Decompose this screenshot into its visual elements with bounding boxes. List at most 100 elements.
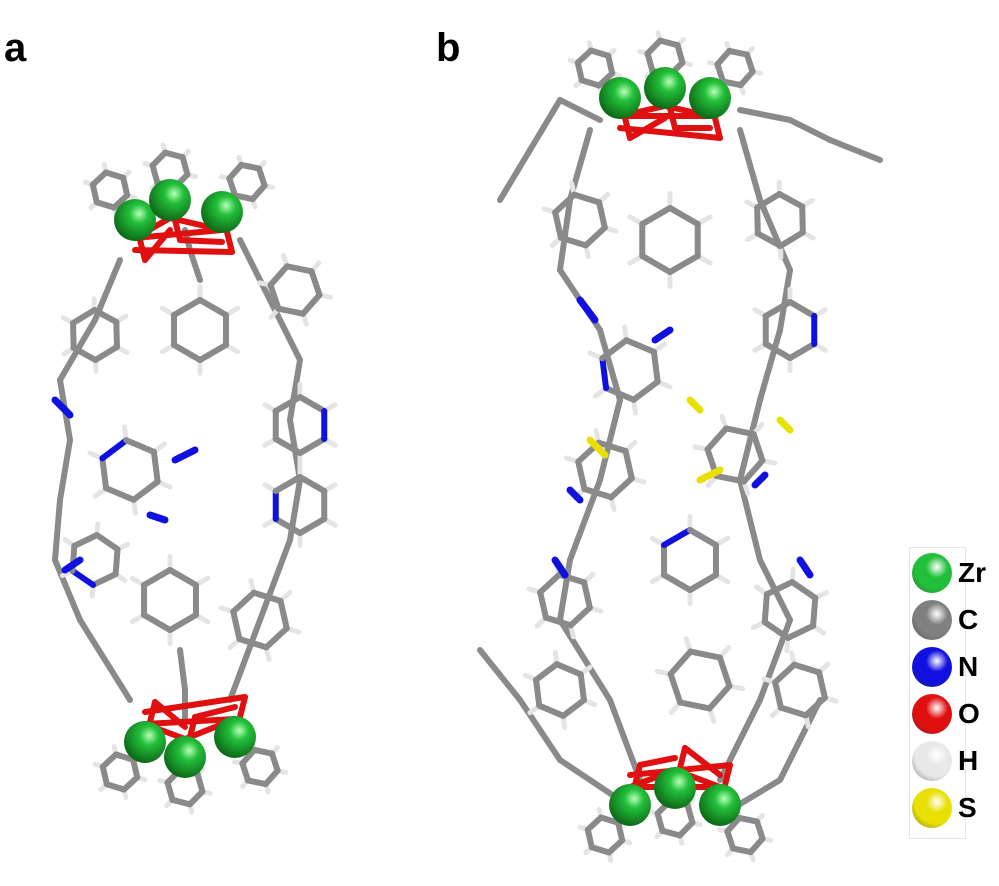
ring-bond (772, 679, 784, 711)
ring-bond (284, 263, 315, 275)
oxygen-bond (192, 704, 238, 720)
ring-bond (536, 702, 567, 719)
legend-item-zr: Zr (912, 553, 986, 593)
zirconium-atom (149, 179, 191, 221)
ring-bond (92, 343, 120, 363)
nitrogen-bond (146, 511, 169, 524)
ring-bond (667, 205, 701, 227)
linker-bond (187, 247, 203, 283)
legend-label: Zr (958, 557, 986, 588)
ring-bond (230, 608, 243, 643)
linker-bond (757, 197, 793, 273)
ring-bond (567, 604, 593, 629)
linker-bond (787, 117, 833, 143)
ring-bond (761, 619, 791, 641)
oxygen-bond (132, 227, 225, 241)
sulfur-bond (776, 416, 794, 434)
ring-bond (667, 671, 684, 706)
ring-bond (789, 579, 819, 601)
linker-bond (257, 537, 293, 623)
ring-bond (171, 342, 203, 363)
ring-bond (650, 348, 661, 385)
zirconium-atom (699, 784, 741, 826)
ring-bond (777, 704, 809, 719)
ring-bond (596, 199, 608, 231)
ring-bond (777, 229, 806, 249)
s-sphere-icon (912, 788, 952, 828)
ring-bond (245, 777, 269, 788)
oxygen-bond (142, 694, 248, 715)
ring-bond (730, 845, 754, 856)
ring-bond (630, 378, 661, 403)
legend-label: C (958, 604, 979, 635)
ring-bond (776, 191, 806, 210)
zirconium-atom (599, 77, 641, 119)
ring-bond (799, 203, 806, 236)
ring-bond (197, 342, 229, 363)
linker-bond (737, 477, 763, 563)
ring-bond (723, 425, 757, 438)
nitrogen-bond (171, 446, 199, 464)
ring-bond (91, 307, 120, 325)
ring-bond (70, 307, 98, 327)
ring-bond (605, 52, 616, 77)
legend-item-s: S (912, 788, 977, 828)
linker-bond (557, 197, 573, 273)
ring-bond (623, 337, 657, 355)
linker-bond (517, 697, 563, 763)
ring-bond (297, 436, 328, 456)
ring-bond (762, 299, 793, 319)
ring-bond (299, 291, 323, 317)
ring-bond (297, 516, 328, 536)
ring-bond (608, 475, 635, 501)
ring-bond (762, 341, 793, 361)
ring-bond (577, 671, 587, 704)
ring-bond (272, 516, 303, 536)
ring-bond (232, 192, 256, 203)
ring-bond (113, 318, 120, 350)
ring-bond (754, 230, 784, 249)
zirconium-atom (164, 736, 206, 778)
ring-bond (69, 567, 97, 588)
linker-bond (607, 697, 643, 783)
legend-item-o: O (912, 694, 980, 734)
ring-bond (167, 612, 199, 633)
ring-bond (123, 437, 157, 455)
sulfur-bond (696, 466, 724, 484)
ring-bond (661, 572, 693, 593)
ring-bond (740, 457, 766, 485)
ring-bond (687, 527, 719, 548)
ring-bond (571, 191, 603, 206)
linker-bond (827, 137, 883, 163)
ring-bond (250, 589, 284, 604)
ring-bond (706, 682, 733, 712)
panel-label-a: a (4, 26, 27, 70)
zirconium-atom (689, 77, 731, 119)
ring-bond (763, 579, 796, 598)
linker-bond (477, 647, 523, 703)
legend-item-n: N (912, 647, 978, 687)
linker-bond (557, 557, 573, 623)
nitrogen-bond (51, 396, 74, 419)
ring-bond (93, 532, 121, 553)
ring-bond (676, 819, 696, 839)
ring-bond (552, 191, 578, 216)
nitrogen-bond (751, 471, 769, 489)
ring-bond (533, 676, 543, 709)
ring-bond (716, 654, 733, 689)
ring-bond (581, 579, 593, 611)
ring-bond (639, 205, 673, 227)
ring-bond (557, 234, 589, 249)
ring-bond (70, 320, 77, 352)
ring-bond (150, 448, 161, 485)
legend-label: H (958, 745, 979, 776)
sulfur-bond (686, 396, 704, 414)
ring-bond (687, 648, 723, 661)
legend-label: N (958, 651, 979, 682)
nitrogen-bond (61, 556, 84, 574)
ring-bond (772, 661, 798, 686)
nitrogen-bond (551, 556, 569, 579)
ring-bond (297, 474, 328, 494)
ring-bond (120, 174, 131, 199)
linker-bond (237, 237, 273, 303)
